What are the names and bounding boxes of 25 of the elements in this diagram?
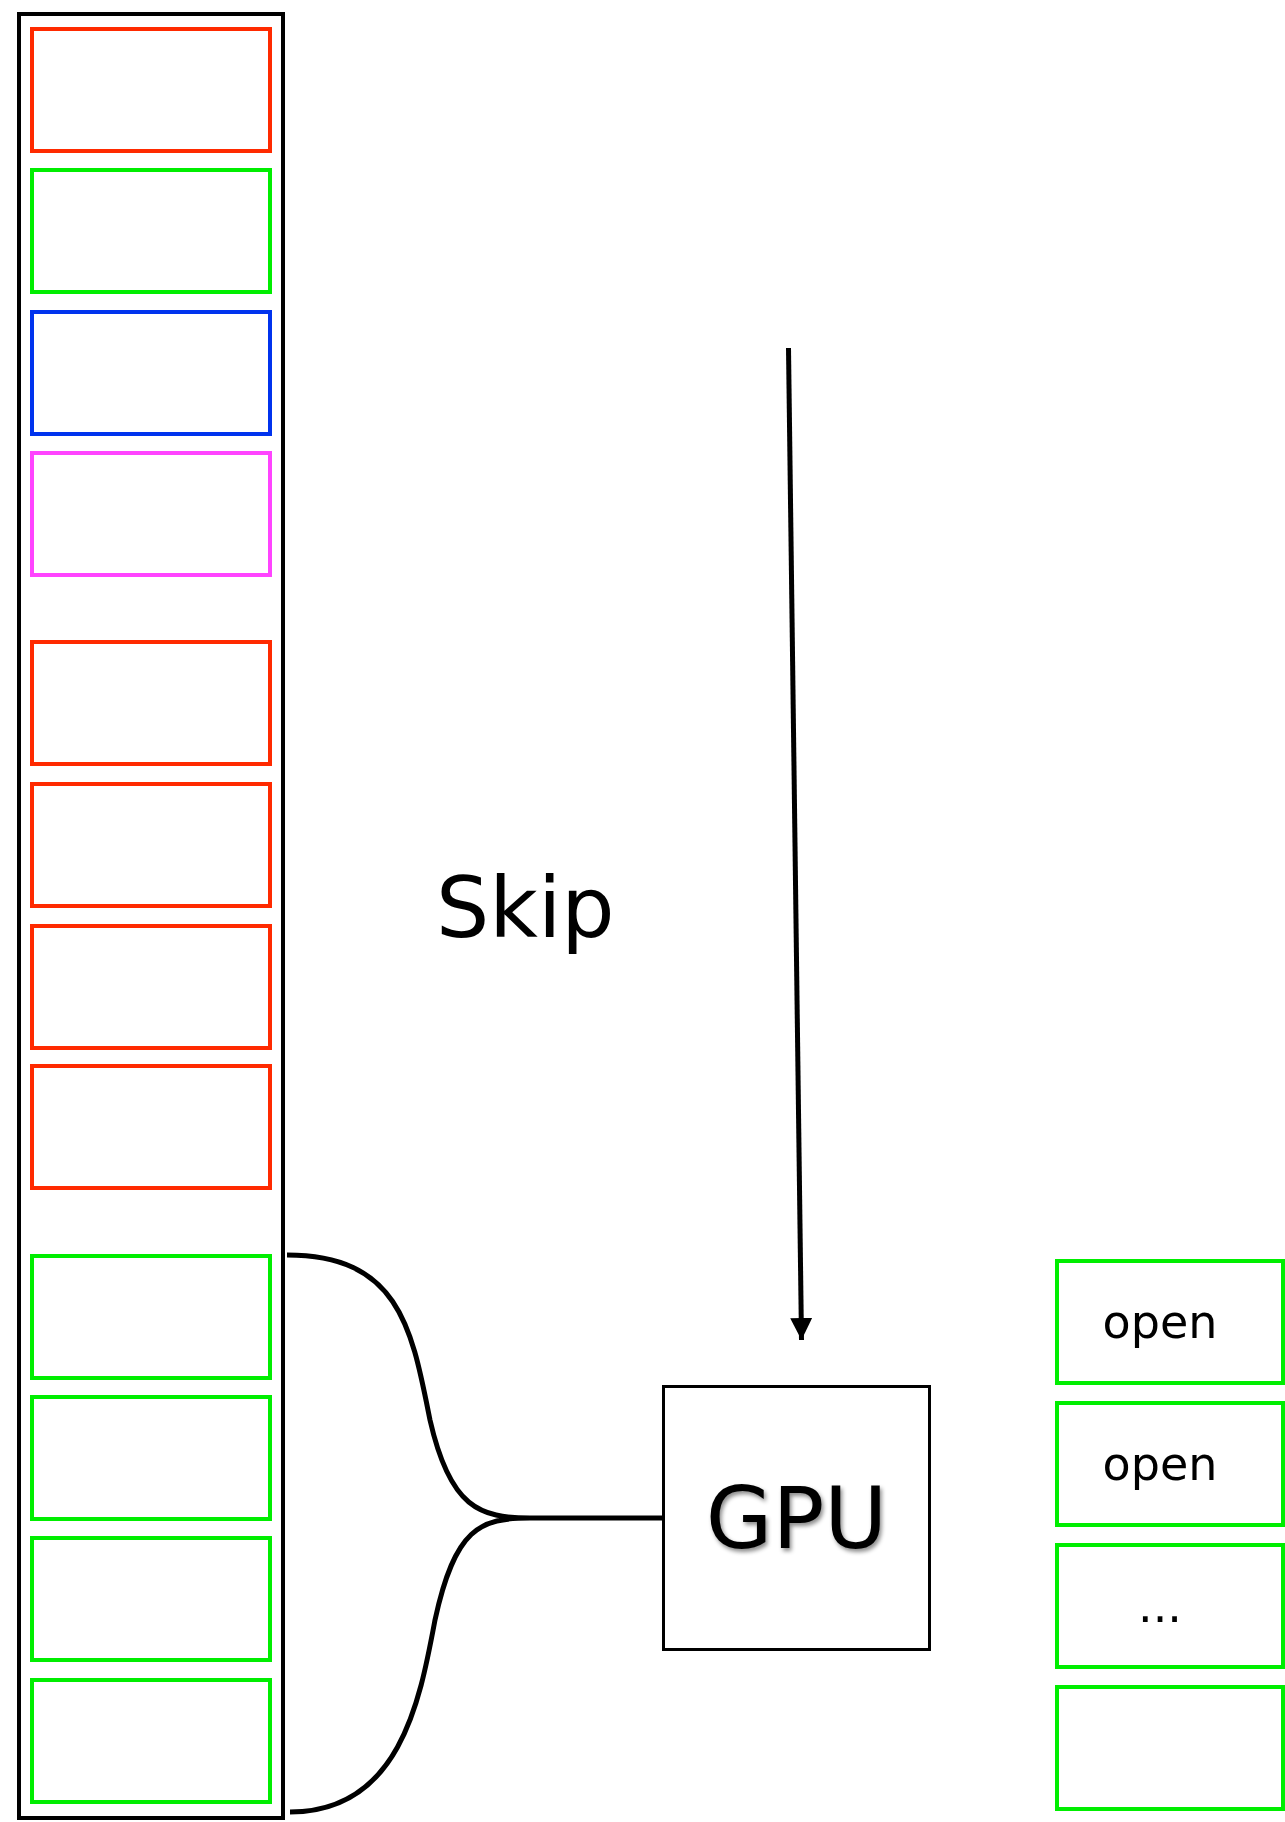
slot-box [30, 1536, 272, 1662]
slot-box [30, 1064, 272, 1190]
arrow [786, 347, 813, 1341]
slot-label: open [1102, 1437, 1218, 1491]
slot-box [30, 1254, 272, 1380]
gpu-box [662, 1385, 931, 1651]
slot-box [30, 924, 272, 1050]
column-box [17, 12, 285, 1820]
slot-box [30, 451, 272, 577]
annotation-text: Skip [436, 862, 615, 955]
slot-box [30, 310, 272, 436]
box-label: GPU [705, 1468, 888, 1568]
slot-box [30, 27, 272, 153]
slot-box [1055, 1401, 1285, 1527]
slot-box [30, 640, 272, 766]
slot-box [1055, 1259, 1285, 1385]
slot-box [30, 1395, 272, 1521]
slot-label: open [1102, 1295, 1218, 1349]
brace-connector [284, 1252, 665, 1815]
slot-label: ... [1138, 1579, 1182, 1633]
slot-box [1055, 1685, 1285, 1811]
slot-box [30, 168, 272, 294]
slot-box [1055, 1543, 1285, 1669]
slot-box [30, 1678, 272, 1804]
slot-box [30, 782, 272, 908]
